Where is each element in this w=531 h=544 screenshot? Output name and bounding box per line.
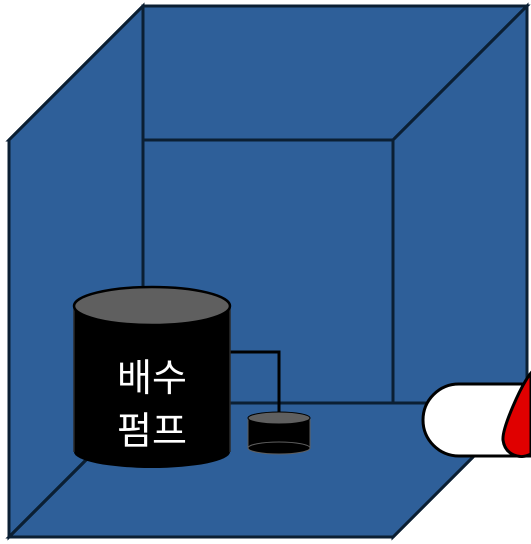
float-switch-icon: [247, 411, 311, 455]
indicator-capsule-icon: [421, 370, 531, 458]
red-drop-icon: [501, 370, 531, 458]
pump-top: [72, 285, 232, 327]
pump-label-line1: 배수: [117, 356, 187, 400]
pump-pipe: [230, 350, 281, 416]
drainage-pump: 배수 펌프: [72, 285, 232, 468]
pump-label-line2: 펌프: [117, 409, 187, 453]
